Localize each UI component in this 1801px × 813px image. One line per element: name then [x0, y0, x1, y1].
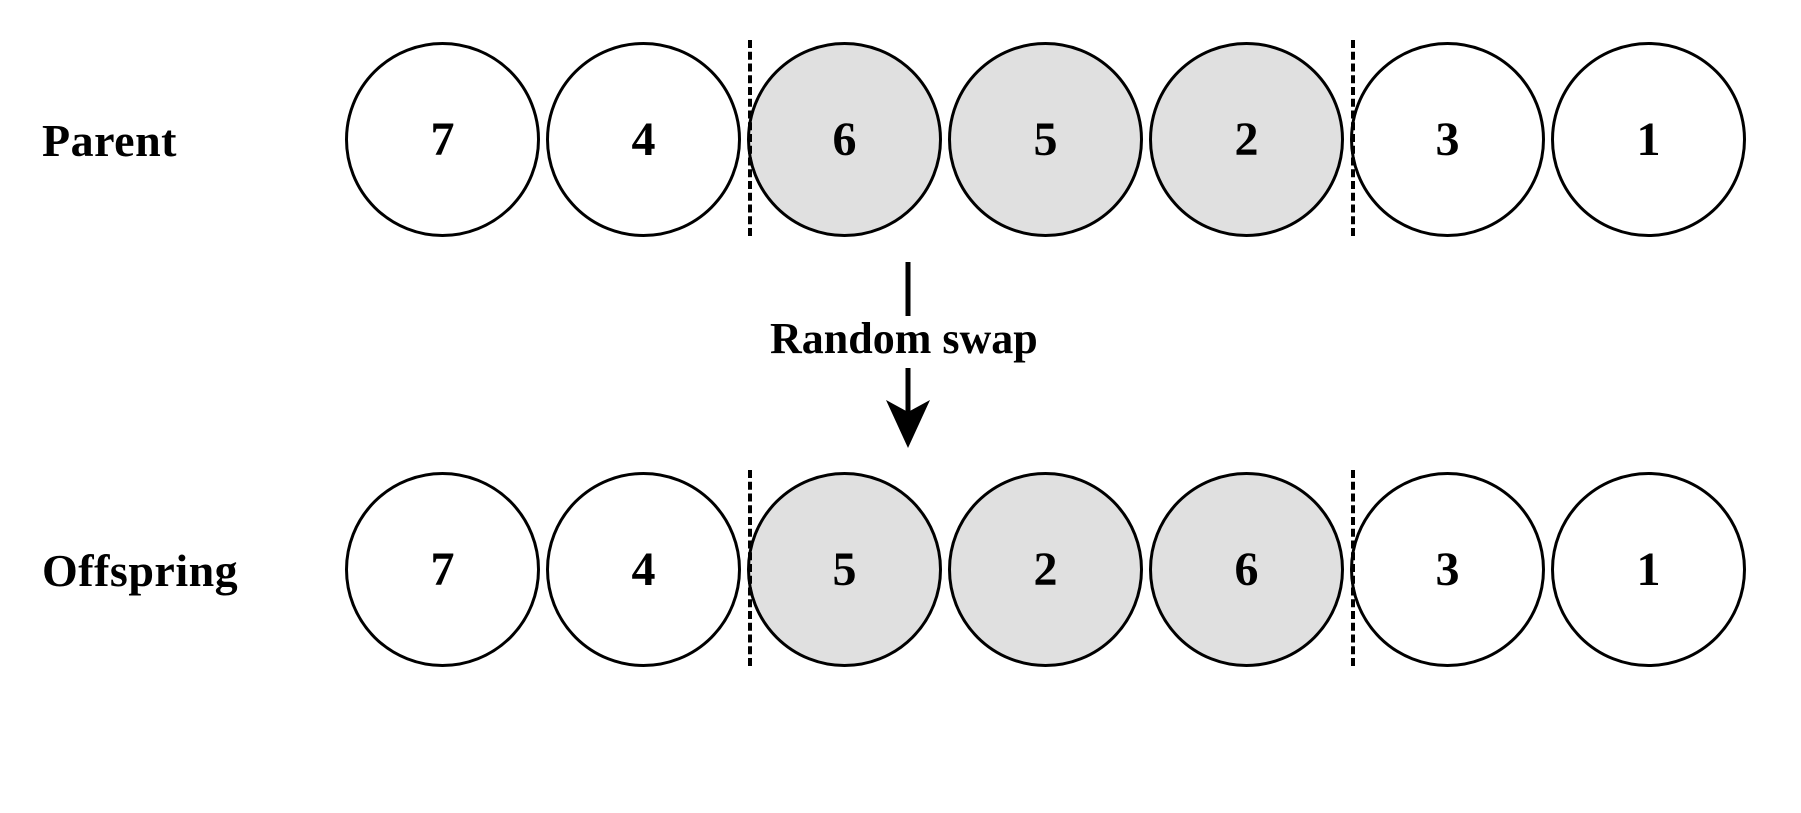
gene-node: 7 — [345, 42, 540, 237]
gene-node: 1 — [1551, 472, 1746, 667]
gene-value: 5 — [1033, 112, 1058, 166]
gene-value: 3 — [1435, 542, 1460, 596]
gene-value: 1 — [1636, 112, 1661, 166]
gene-value: 7 — [430, 112, 455, 166]
row-label-offspring: Offspring — [42, 545, 239, 596]
gene-value: 2 — [1234, 112, 1259, 166]
arrow-head-icon — [886, 400, 930, 448]
gene-value: 3 — [1435, 112, 1460, 166]
gene-node: 2 — [948, 472, 1143, 667]
row-label-parent: Parent — [42, 115, 178, 166]
gene-value: 7 — [430, 542, 455, 596]
gene-value: 4 — [631, 112, 656, 166]
gene-node: 6 — [747, 42, 942, 237]
cut-point-marker — [748, 470, 752, 666]
gene-value: 2 — [1033, 542, 1058, 596]
cut-point-marker — [1351, 470, 1355, 666]
gene-value: 4 — [631, 542, 656, 596]
gene-value: 5 — [832, 542, 857, 596]
chromosome-row-offspring: 7 4 5 2 6 3 1 — [345, 470, 1752, 670]
gene-node: 4 — [546, 472, 741, 667]
gene-node: 6 — [1149, 472, 1344, 667]
cut-point-marker — [748, 40, 752, 236]
gene-node: 7 — [345, 472, 540, 667]
gene-node: 3 — [1350, 472, 1545, 667]
gene-node: 4 — [546, 42, 741, 237]
gene-node: 5 — [948, 42, 1143, 237]
gene-node: 3 — [1350, 42, 1545, 237]
random-swap-label: Random swap — [766, 315, 1042, 363]
gene-node: 1 — [1551, 42, 1746, 237]
cut-point-marker — [1351, 40, 1355, 236]
gene-value: 6 — [1234, 542, 1259, 596]
gene-value: 6 — [832, 112, 857, 166]
chromosome-row-parent: 7 4 6 5 2 3 1 — [345, 40, 1752, 240]
gene-node: 2 — [1149, 42, 1344, 237]
gene-node: 5 — [747, 472, 942, 667]
gene-value: 1 — [1636, 542, 1661, 596]
